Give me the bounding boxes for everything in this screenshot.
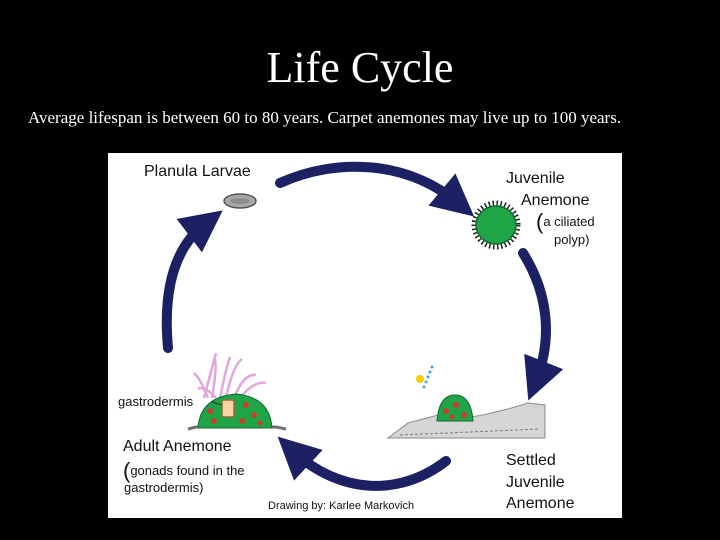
label-juvenile-note1: a ciliated: [543, 214, 595, 229]
drawing-credit: Drawing by: Karlee Markovich: [268, 500, 415, 512]
slide-title: Life Cycle: [266, 43, 454, 92]
label-juvenile-line1: Juvenile: [506, 170, 565, 187]
paren-open: (: [536, 209, 544, 234]
label-adult-anemone: Adult Anemone: [123, 438, 232, 455]
label-juvenile-note: (a ciliated: [536, 211, 595, 233]
arrow-settled-to-adult: [277, 436, 451, 491]
arrow-juvenile-to-settled: [518, 248, 564, 401]
label-settled-line3: Anemone: [506, 495, 575, 512]
label-adult-note1: gonads found in the: [130, 463, 245, 478]
label-adult-note2: gastrodermis): [124, 480, 204, 495]
life-cycle-drawing: [161, 161, 564, 491]
paren-open: (: [123, 458, 131, 483]
adult-anemone-drawing: [187, 352, 287, 431]
label-adult-note: (gonads found in the: [123, 460, 245, 482]
arrow-adult-to-planula: [161, 210, 223, 353]
label-juvenile-note2: polyp): [554, 232, 590, 247]
label-planula-larvae: Planula Larvae: [144, 163, 251, 180]
arrow-planula-to-juvenile: [275, 161, 475, 217]
life-cycle-diagram: Planula Larvae Juvenile Anemone (a cilia…: [108, 153, 622, 518]
juvenile-polyp-drawing: [471, 200, 521, 250]
settled-anemone-drawing: [386, 365, 546, 439]
label-juvenile-line2: Anemone: [521, 192, 590, 209]
label-settled-line1: Settled: [506, 452, 556, 469]
label-gastrodermis: gastrodermis: [118, 394, 194, 409]
planula-larva-drawing: [223, 193, 257, 209]
slide-subtitle: Average lifespan is between 60 to 80 yea…: [28, 108, 622, 127]
label-settled-line2: Juvenile: [506, 474, 565, 491]
